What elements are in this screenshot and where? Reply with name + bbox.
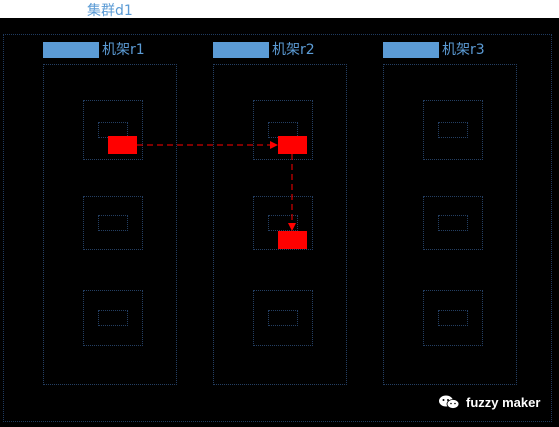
replica-node-r2-b [278, 231, 307, 249]
diagram-canvas [0, 18, 559, 427]
slot-r3-3 [423, 290, 483, 346]
rack-r3 [383, 64, 517, 385]
watermark-text: fuzzy maker [466, 394, 541, 410]
slot-r3-2 [423, 196, 483, 250]
rack-label-r2: 机架r2 [272, 42, 315, 58]
slot-r2-1 [253, 100, 313, 160]
rack-tag-r3 [383, 42, 439, 58]
slot-inner-r1-2 [98, 215, 128, 231]
rack-header-r1: 机架r1 [43, 42, 145, 58]
slot-r2-2 [253, 196, 313, 250]
slot-inner-r2-3 [268, 310, 298, 326]
slot-r1-2 [83, 196, 143, 250]
slot-inner-r3-2 [438, 215, 468, 231]
rack-header-r3: 机架r3 [383, 42, 485, 58]
rack-r2 [213, 64, 347, 385]
slot-r2-3 [253, 290, 313, 346]
replica-node-r2-a [278, 136, 307, 154]
replica-node-r1 [108, 136, 137, 154]
rack-label-r3: 机架r3 [442, 42, 485, 58]
rack-tag-r2 [213, 42, 269, 58]
slot-r1-1 [83, 100, 143, 160]
rack-label-r1: 机架r1 [102, 42, 145, 58]
rack-tag-r1 [43, 42, 99, 58]
slot-inner-r2-2 [268, 215, 298, 231]
rack-r1 [43, 64, 177, 385]
cluster-title: 集群d1 [87, 3, 133, 19]
slot-inner-r1-3 [98, 310, 128, 326]
slot-r3-1 [423, 100, 483, 160]
slot-inner-r3-1 [438, 122, 468, 138]
wechat-icon [439, 395, 460, 409]
rack-header-r2: 机架r2 [213, 42, 315, 58]
slot-r1-3 [83, 290, 143, 346]
slot-inner-r3-3 [438, 310, 468, 326]
cluster-frame [3, 34, 552, 422]
watermark: fuzzy maker [438, 392, 540, 412]
